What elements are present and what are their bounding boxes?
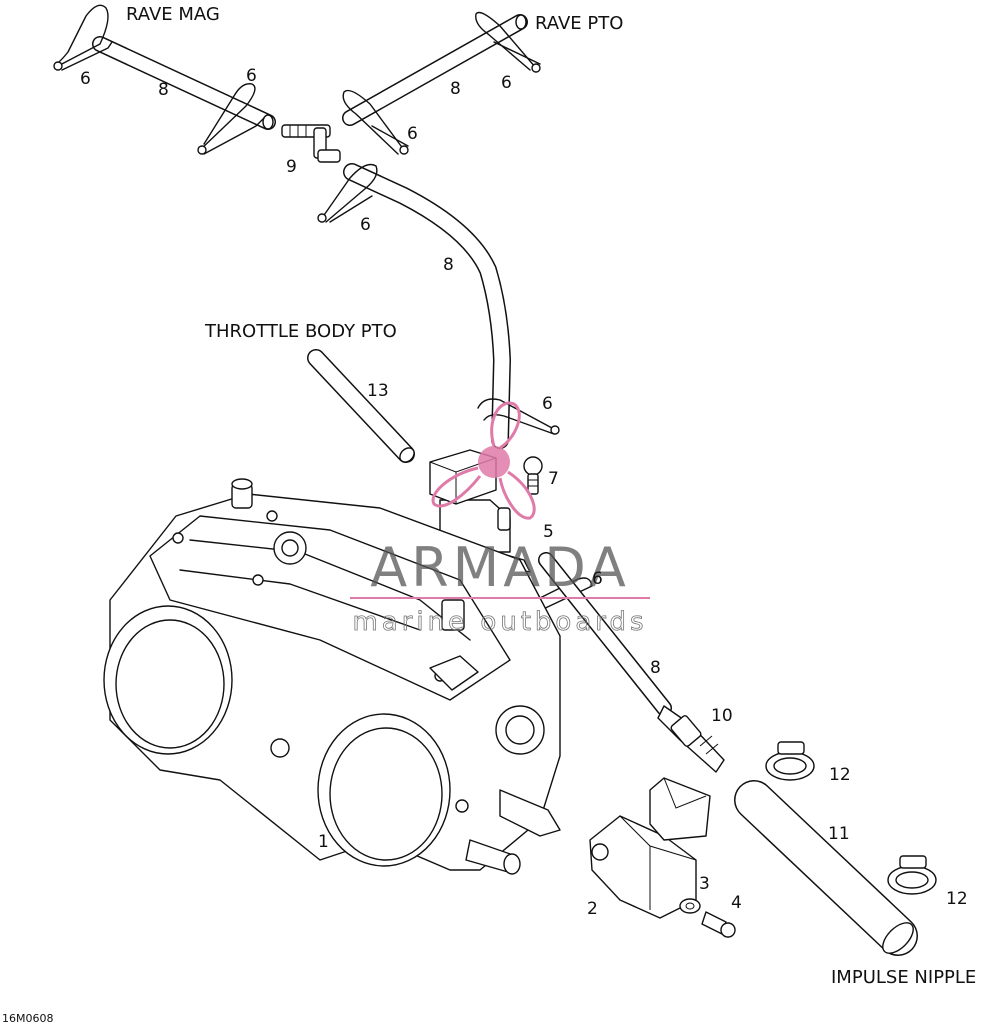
callout-5: 5 — [543, 522, 554, 542]
rave-mag-hose — [92, 36, 276, 130]
drawing-code: 16M0608 — [2, 1012, 53, 1025]
washer — [679, 898, 701, 914]
tee-connector — [281, 124, 341, 163]
armada-logo-icon — [431, 401, 536, 520]
hose-clamp — [317, 163, 378, 223]
callout-11: 11 — [828, 824, 850, 844]
callout-8: 8 — [158, 80, 169, 100]
hose-clamp — [342, 89, 409, 155]
hose-clamp — [475, 11, 541, 73]
watermark-brand: ARMADA — [370, 536, 630, 599]
spring-clamp — [887, 855, 937, 895]
impulse-hose — [538, 552, 672, 716]
callout-6: 6 — [542, 394, 553, 414]
throttle-bore-left — [103, 605, 233, 755]
main-vertical-hose — [343, 163, 512, 449]
callout-13: 13 — [367, 381, 389, 401]
callout-12: 12 — [829, 765, 851, 785]
hose-clamp — [53, 4, 113, 71]
callout-8: 8 — [443, 255, 454, 275]
impulse-nipple-label: IMPULSE NIPPLE — [831, 967, 976, 988]
rave-pto-hose — [342, 14, 528, 126]
spring-clamp — [765, 741, 815, 781]
rave-pto-label: RAVE PTO — [535, 13, 623, 34]
throttle-body-hose — [307, 349, 415, 463]
callout-6: 6 — [80, 69, 91, 89]
callout-6: 6 — [246, 66, 257, 86]
callout-3: 3 — [699, 874, 710, 894]
callout-2: 2 — [587, 899, 598, 919]
callout-12: 12 — [946, 889, 968, 909]
callout-6: 6 — [592, 569, 603, 589]
callout-6: 6 — [407, 124, 418, 144]
check-valve-fitting — [657, 705, 725, 773]
watermark-tagline: marine outboards — [352, 607, 647, 637]
hose-clamp — [197, 83, 265, 155]
callout-6: 6 — [360, 215, 371, 235]
throttle-body-pto-label: THROTTLE BODY PTO — [204, 321, 397, 342]
callout-8: 8 — [450, 79, 461, 99]
callout-7: 7 — [548, 469, 559, 489]
callout-6: 6 — [501, 73, 512, 93]
callout-10: 10 — [711, 706, 733, 726]
callout-1: 1 — [318, 832, 329, 852]
callout-4: 4 — [731, 893, 742, 913]
throttle-position-sensor — [589, 777, 711, 919]
rave-mag-label: RAVE MAG — [126, 4, 220, 25]
callout-9: 9 — [286, 157, 297, 177]
throttle-bore-right — [317, 713, 451, 867]
callout-8: 8 — [650, 658, 661, 678]
screw — [523, 456, 543, 495]
tps-screw — [701, 911, 736, 938]
impulse-nipple-hose — [734, 780, 918, 956]
